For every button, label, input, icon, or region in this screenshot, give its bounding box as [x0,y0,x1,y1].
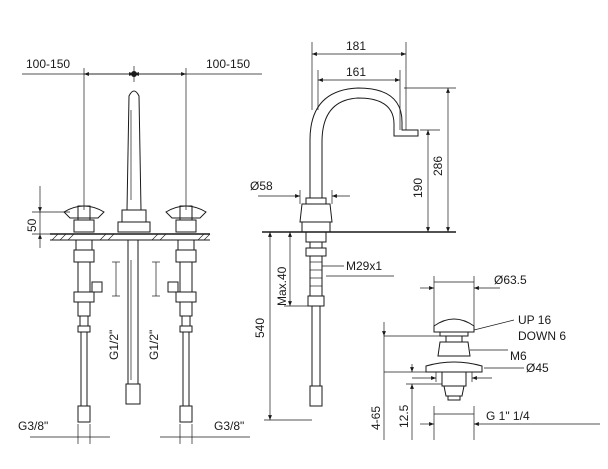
reach-outer-label: 181 [346,39,366,53]
spout-body [126,90,142,211]
thread-label: M29x1 [346,259,382,273]
left-handle [63,205,105,233]
drain-range-label: 4-65 [369,406,383,430]
drain-thread-label: G 1" 1/4 [486,409,530,423]
side-shank [305,231,327,407]
span-right-label: 100-150 [206,57,250,71]
front-elevation: 100-150 100-150 [18,57,262,444]
hose-length-label: 540 [253,318,267,338]
base-diameter-label: Ø58 [250,179,273,193]
drain-depth-label: 12.5 [397,404,411,428]
left-valve-body [73,239,103,423]
span-left-label: 100-150 [26,57,70,71]
g38-left-label: G3/8" [18,419,48,433]
right-valve-body [167,239,197,423]
gooseneck-outer [309,87,419,198]
g38-right-label: G3/8" [214,419,244,433]
side-elevation: 181 161 286 190 Ø58 [250,39,456,421]
height-total-label: 286 [431,156,445,176]
down-travel-label: DOWN 6 [518,329,566,343]
up-travel-label: UP 16 [518,313,551,327]
drain-cap [433,318,475,333]
g12-right-label: G1/2" [147,330,161,360]
right-handle [165,205,207,233]
g12-left-label: G1/2" [107,330,121,360]
spout-shank [125,240,141,405]
pop-diameter-label: Ø63.5 [494,273,527,287]
popup-drain: Ø63.5 UP 16 DOWN 6 M6 Ø45 G 1" 1/4 [369,273,600,440]
max-thickness-label: Max.40 [275,266,289,306]
flange-diameter-label: Ø45 [526,361,549,375]
handle-height-label: 50 [25,218,39,232]
pop-thread-label: M6 [510,349,527,363]
reach-inner-label: 161 [346,65,366,79]
height-outlet-label: 190 [411,178,425,198]
